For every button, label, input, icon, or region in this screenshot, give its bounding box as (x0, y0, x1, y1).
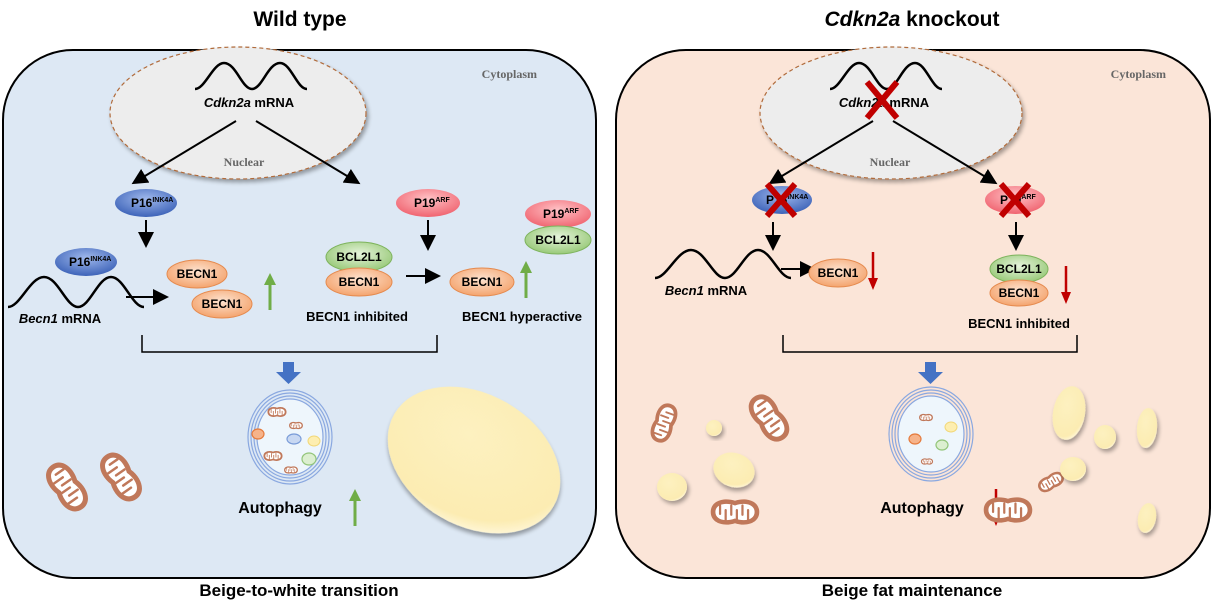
becn1-protein (449, 267, 515, 297)
lipid-droplet (1052, 386, 1086, 440)
down-block-arrow-icon (276, 362, 301, 384)
down-arrow-icon (868, 252, 878, 290)
p19-protein (525, 200, 591, 228)
becn1-mrna-label: Becn1 mRNA (19, 311, 102, 326)
bracket (782, 335, 1078, 353)
becn1-protein (808, 258, 868, 288)
p19-protein (396, 189, 460, 217)
cytoplasm-label: Cytoplasm (1111, 67, 1166, 81)
p16-bound-label: P16INK4A (69, 255, 111, 269)
up-arrow-icon (349, 489, 361, 526)
bracket (141, 335, 438, 353)
p16-bound (55, 248, 117, 276)
nuclear-label: Nuclear (224, 155, 265, 169)
lipid-droplet (1060, 457, 1086, 481)
knockout-panel: Cdkn2a knockout Cytoplasm Nuclear Cdkn2a… (615, 8, 1211, 600)
autophagosome (888, 386, 974, 482)
nuclear-label: Nuclear (870, 155, 911, 169)
p16-label: P16INK4A (131, 196, 173, 210)
mitochondrion-icon (709, 498, 761, 526)
panel-title: Cdkn2a knockout (824, 8, 999, 31)
mitochondrion-icon (918, 413, 934, 422)
mitochondrion-icon (263, 450, 283, 462)
down-arrow-icon (1061, 266, 1071, 304)
cdkn2a-mrna-label: Cdkn2a mRNA (204, 95, 295, 110)
down-block-arrow-icon (918, 362, 943, 384)
knockout-x-icon (998, 182, 1032, 218)
becn1-label: BECN1 (177, 267, 218, 281)
p16-protein (115, 189, 177, 217)
becn1-protein (989, 279, 1049, 307)
bcl2l1-label: BCL2L1 (535, 233, 581, 247)
bcl2l1-label: BCL2L1 (336, 250, 382, 264)
lipid-droplet (1137, 503, 1157, 533)
becn1-mrna-wave (7, 275, 145, 309)
lipid-droplet (706, 420, 722, 436)
becn1-inhibited-label: BECN1 inhibited (306, 309, 408, 324)
mitochondrion-icon (267, 406, 287, 418)
becn1-protein (325, 267, 393, 297)
bcl2l1-protein (524, 225, 592, 255)
arrow-to-p16 (768, 120, 874, 185)
p19-label: P19ARF (543, 207, 579, 221)
lipid-droplet (1136, 408, 1158, 448)
becn1-label: BECN1 (202, 297, 243, 311)
arrow-to-p19 (892, 120, 998, 185)
becn1-protein (166, 259, 228, 289)
lipid-droplet (387, 386, 561, 534)
cdkn2a-mrna-wave (194, 61, 308, 91)
mitochondrion-icon (288, 421, 304, 430)
becn1-mrna-wave (654, 248, 792, 280)
mitochondrion-icon (982, 496, 1034, 524)
becn1-protein (191, 289, 253, 319)
knockout-x-icon (864, 80, 900, 120)
lipid-droplet (713, 452, 755, 488)
wild-type-panel: Wild type Cytoplasm Nuclear Cdkn2a mRNA … (2, 8, 597, 600)
lipid-droplet-group (657, 386, 1158, 533)
lipid-droplet (1094, 425, 1116, 449)
mitochondrion-icon (920, 458, 934, 465)
cdkn2a-mrna-wave (829, 61, 943, 91)
panel-caption: Beige fat maintenance (822, 581, 1002, 600)
lipid-droplet (657, 473, 687, 501)
becn1-label: BECN1 (462, 275, 503, 289)
p19-label: P19ARF (414, 196, 450, 210)
bcl2l1-label: BCL2L1 (996, 262, 1042, 276)
arrow-to-p19 (255, 120, 361, 185)
autophagy-label: Autophagy (238, 500, 322, 517)
becn1-label: BECN1 (999, 286, 1040, 300)
panel-title: Wild type (253, 8, 346, 31)
up-arrow-icon (264, 273, 276, 310)
becn1-inhibited-label: BECN1 inhibited (968, 316, 1070, 331)
autophagosome (247, 389, 333, 485)
autophagy-label: Autophagy (880, 500, 964, 517)
cytoplasm-label: Cytoplasm (482, 67, 537, 81)
mitochondrion-icon (283, 466, 299, 474)
knockout-x-icon (764, 182, 798, 218)
nucleus (109, 46, 367, 180)
arrow-to-p16 (131, 120, 237, 185)
becn1-hyperactive-label: BECN1 hyperactive (462, 309, 582, 324)
becn1-label: BECN1 (818, 266, 859, 280)
becn1-label: BECN1 (339, 275, 380, 289)
becn1-mrna-label: Becn1 mRNA (665, 283, 748, 298)
panel-caption: Beige-to-white transition (199, 581, 398, 600)
up-arrow-icon (520, 261, 532, 298)
